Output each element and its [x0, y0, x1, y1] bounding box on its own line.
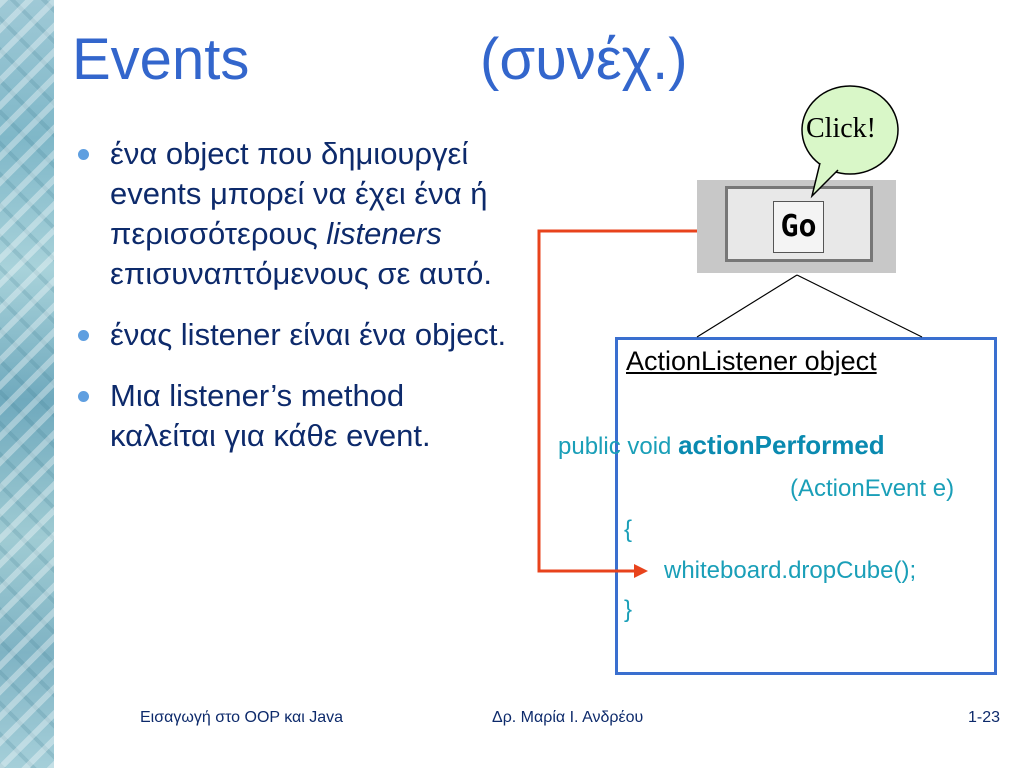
connector-line-left — [696, 274, 798, 338]
callout-tail — [810, 162, 839, 199]
bullet-text: ένας listener είναι ένα object. — [110, 317, 507, 352]
open-brace: { — [624, 516, 633, 543]
bullet-item: Μια listener’s method καλείται για κάθε … — [72, 376, 512, 456]
title-main: Events — [72, 27, 250, 92]
actionlistener-box — [615, 337, 997, 675]
footer-author: Δρ. Μαρία Ι. Ανδρέου — [492, 709, 644, 726]
footer-page-number: 1-23 — [968, 709, 1001, 726]
box-title: ActionListener object — [626, 346, 877, 376]
arrowhead-icon — [634, 564, 648, 578]
bullet-dot-icon — [78, 149, 89, 160]
method-params: (ActionEvent e) — [790, 475, 955, 502]
bullet-dot-icon — [78, 391, 89, 402]
bullet-emphasis: listeners — [326, 216, 442, 251]
method-signature: public void actionPerformed — [558, 430, 885, 461]
bullet-item: ένα object που δημιουργεί events μπορεί … — [72, 134, 512, 294]
method-name: actionPerformed — [678, 430, 885, 460]
bullet-dot-icon — [78, 330, 89, 341]
bullet-text: Μια listener’s method καλείται για κάθε … — [110, 378, 431, 453]
event-flow-arrow — [537, 229, 697, 573]
close-brace: } — [624, 596, 633, 623]
bullet-text: ένα object που δημιουργεί events μπορεί … — [110, 136, 488, 251]
callout-tail-mask — [821, 160, 837, 172]
method-modifier: public void — [558, 433, 672, 460]
slide-title: Events (συνέχ.) — [72, 27, 688, 92]
go-button[interactable]: Go — [773, 201, 824, 253]
footer-course: Εισαγωγή στο OOP και Java — [140, 709, 344, 726]
method-call: whiteboard.dropCube(); — [664, 557, 917, 584]
title-continued: (συνέχ.) — [480, 27, 688, 92]
decorative-side-stripe — [0, 0, 54, 768]
bullet-item: ένας listener είναι ένα object. — [72, 315, 512, 355]
bullet-text: επισυναπτόμενους σε αυτό. — [110, 256, 492, 291]
callout-bubble — [801, 85, 899, 175]
connector-line-right — [796, 274, 923, 338]
bullet-list: ένα object που δημιουργεί events μπορεί … — [72, 134, 512, 477]
callout-text: Click! — [806, 113, 876, 144]
